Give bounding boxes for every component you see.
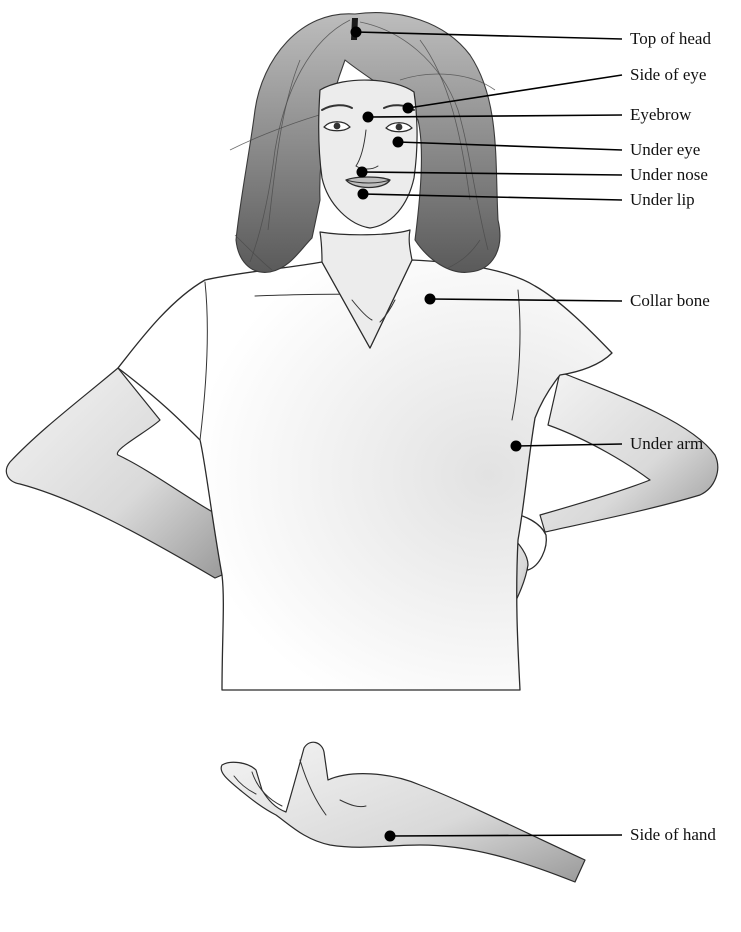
top-of-head-point-marker — [351, 27, 362, 38]
under-arm-label: Under arm — [630, 434, 703, 453]
side-of-eye-point-marker — [403, 103, 414, 114]
under-eye-point-marker — [393, 137, 404, 148]
under-lip-point-marker — [358, 189, 369, 200]
under-arm-point-marker — [511, 441, 522, 452]
side-of-hand-leader-line — [390, 835, 622, 836]
under-eye-label: Under eye — [630, 140, 700, 159]
open-hand — [221, 742, 585, 882]
collar-bone-label: Collar bone — [630, 291, 710, 310]
under-lip-label: Under lip — [630, 190, 695, 209]
face — [319, 80, 417, 228]
under-nose-label: Under nose — [630, 165, 708, 184]
side-of-hand-point-marker — [385, 831, 396, 842]
under-nose-point-marker — [357, 167, 368, 178]
top-of-head-label: Top of head — [630, 29, 711, 48]
figure-illustration — [6, 13, 717, 882]
side-of-hand-label: Side of hand — [630, 825, 716, 844]
eyebrow-label: Eyebrow — [630, 105, 692, 124]
collar-bone-point-marker — [425, 294, 436, 305]
side-of-eye-label: Side of eye — [630, 65, 706, 84]
eyebrow-point-marker — [363, 112, 374, 123]
